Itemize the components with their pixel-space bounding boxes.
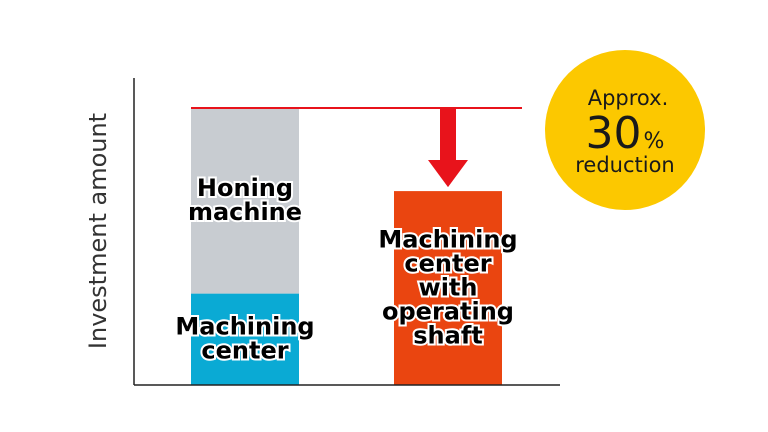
badge-approx: Approx. [588,86,669,110]
reduction-arrow [428,108,468,188]
bar-1-segment-2-label-line: Honing [197,174,293,202]
bar-2-segment-1-label-line: shaft [413,321,482,349]
badge-circle [545,50,705,210]
bar-1-segment-2-label-line: machine [188,198,302,226]
badge-number: 30 [586,108,642,159]
arrow-shaft [440,108,456,160]
reduction-badge: Approx. 30% reduction [545,50,705,210]
bar-2-segment-1-label-line: with [419,273,478,301]
bar-2-segment-1 [394,191,502,385]
arrow-head [428,160,468,188]
bar-1-segment-1-label-line: center [201,336,288,364]
bar-1-segment-1 [191,293,299,385]
bar-2-segment-1-label-line: Machining [378,225,517,253]
bars-group [191,108,502,385]
badge-reduction: reduction [575,153,675,177]
bar-1-segment-2 [191,108,299,294]
bar-1-segment-1-label-line: Machining [175,312,314,340]
badge-unit: % [644,129,665,154]
y-axis-label: Investment amount [84,113,112,349]
bar-labels-group: MachiningcenterHoningmachineMachiningcen… [173,172,519,367]
badge-percent: 30% [586,108,665,159]
bar-2-segment-1-label-line: center [404,249,491,277]
bar-2-segment-1-label-line: operating [382,297,514,325]
